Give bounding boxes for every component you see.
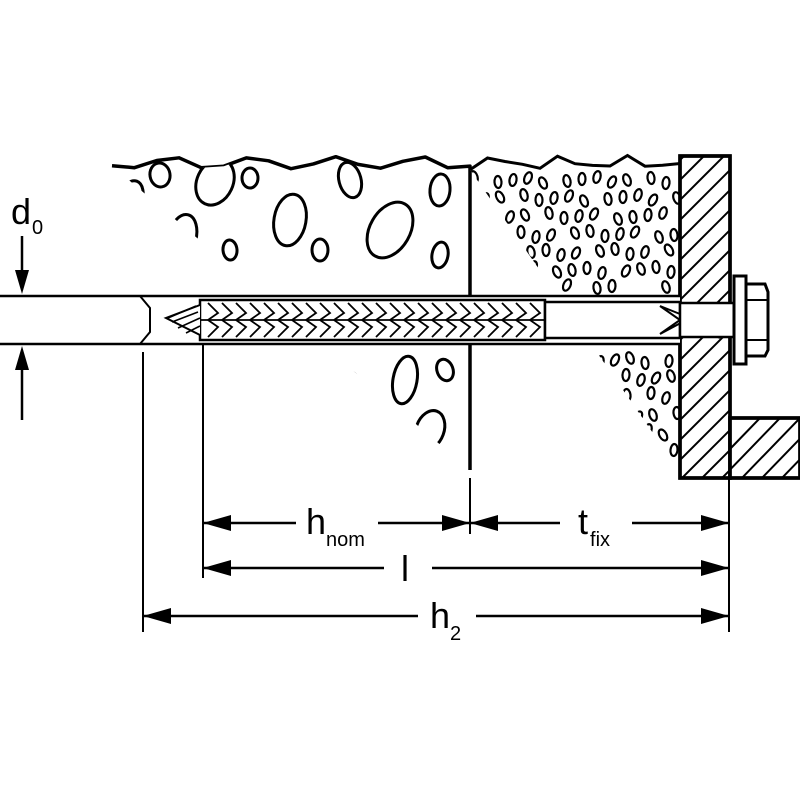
frame-anchor	[163, 274, 770, 366]
diameter-label: d0	[11, 191, 43, 239]
drill-hole-depth-dimension	[143, 608, 729, 624]
drill-hole-depth-label: h2	[430, 595, 461, 645]
diameter-dimension	[15, 236, 29, 420]
nominal-embedment-label: hnom	[306, 501, 365, 551]
extension-lines	[142, 344, 730, 632]
anchor-length-label: l	[401, 548, 409, 589]
fixture-angle-section	[728, 416, 800, 480]
fixture-thickness-dimension	[470, 515, 729, 531]
nominal-embedment-dimension	[203, 515, 470, 531]
anchor-length-dimension	[203, 560, 729, 576]
